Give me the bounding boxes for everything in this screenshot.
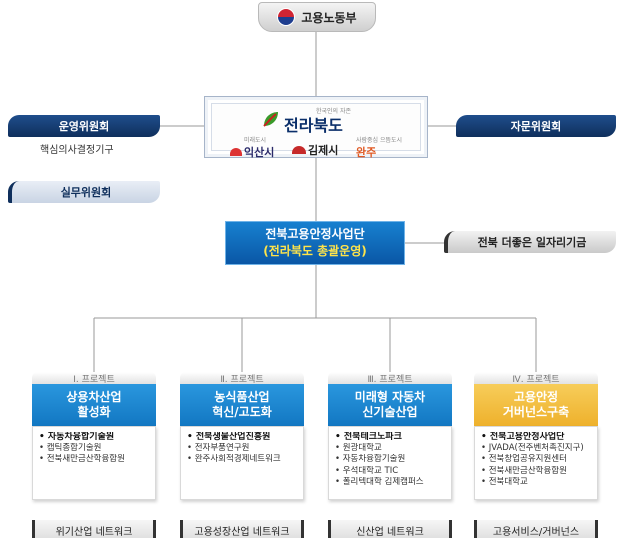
project-label: Ⅱ. 프로젝트 — [220, 374, 264, 385]
network-label: 신산업 네트워크 — [328, 520, 452, 538]
list-item: • 자동차융합기술원 — [335, 454, 406, 465]
network-label: 위기산업 네트워크 — [32, 520, 156, 538]
project-label: Ⅰ. 프로젝트 — [73, 374, 115, 385]
list-item: • 전북생물산업진흥원 — [187, 432, 271, 442]
project-card: 고용안정 거버넌스구축 — [474, 384, 598, 426]
project-label-bar: Ⅰ. 프로젝트 — [32, 372, 156, 385]
project-card: 미래형 자동차 신기술산업 — [328, 384, 452, 426]
iksan-logo-icon — [230, 148, 242, 156]
ministry-box: 고용노동부 — [258, 2, 376, 32]
project-card: 농식품산업 혁신/고도화 — [180, 384, 304, 426]
list-item: • 전북테크노파크 — [335, 432, 402, 442]
list-item: • 우석대학교 TIC — [335, 465, 399, 476]
working-committee-label: 실무위원회 — [60, 186, 112, 199]
province-title: 전라북도 — [284, 116, 343, 135]
job-fund-box: 전북 더좋은 일자리기금 — [444, 231, 616, 253]
project-partner-list: • 전북테크노파크 • 원광대학교 • 자동차융합기술원 • 우석대학교 TIC… — [328, 426, 452, 500]
list-item: • 원광대학교 — [335, 443, 382, 454]
project-title-line2: 혁신/고도화 — [212, 405, 272, 419]
operating-committee-label: 운영위원회 — [58, 120, 110, 133]
list-item: • 폴리텍대학 김제캠퍼스 — [335, 476, 424, 487]
working-committee: 실무위원회 — [8, 181, 160, 203]
project-label: Ⅲ. 프로젝트 — [367, 374, 413, 385]
advisory-committee-label: 자문위원회 — [510, 120, 562, 133]
list-item: • 완주사회적경제네트워크 — [187, 454, 281, 465]
project-card: 상용차산업 활성화 — [32, 384, 156, 426]
project-label-bar: Ⅱ. 프로젝트 — [180, 372, 304, 385]
list-item: • 자동차융합기술원 — [39, 432, 115, 442]
project-partner-list: • 자동차융합기술원 • 캡틱종합기술원 • 전북새만금산학융합원 — [32, 426, 156, 500]
gimje-logo-icon — [292, 146, 306, 154]
list-item: • 전북대학교 — [481, 476, 528, 487]
province-inner: 한국인의 자존 전라북도 미래도시 익산시 김제시 사람중심 으뜸도시 완주 — [211, 103, 421, 159]
project-title-line1: 미래형 자동차 — [354, 390, 426, 404]
list-item: • 전북새만금산학융합원 — [481, 465, 567, 476]
list-item: • 전북새만금산학융합원 — [39, 454, 125, 465]
advisory-committee: 자문위원회 — [456, 115, 616, 137]
city-gimje: 김제시 — [292, 142, 338, 158]
project-partner-list: • 전북생물산업진흥원 • 전자부품연구원 • 완주사회적경제네트워크 — [180, 426, 304, 500]
operating-committee: 운영위원회 — [8, 115, 160, 137]
list-item: • 전북창업공유지원센터 — [481, 454, 567, 465]
province-logo-icon — [263, 112, 278, 127]
project-label: Ⅳ. 프로젝트 — [512, 374, 560, 385]
city-iksan-name: 익산시 — [244, 146, 275, 159]
province-box: 한국인의 자존 전라북도 미래도시 익산시 김제시 사람중심 으뜸도시 완주 — [204, 96, 428, 159]
project-group-title: 전북고용안정사업단 — [265, 227, 365, 241]
project-column-2: Ⅱ. 프로젝트 농식품산업 혁신/고도화 • 전북생물산업진흥원 • 전자부품연… — [180, 372, 304, 538]
project-title-line2: 활성화 — [77, 405, 111, 419]
project-partner-list: • 전북고용안정사업단 • JVADA(전주벤처촉진지구) • 전북창업공유지원… — [474, 426, 598, 500]
city-wanju: 사람중심 으뜸도시 완주 — [356, 138, 402, 160]
project-title-line1: 고용안정 — [513, 390, 559, 404]
project-column-3: Ⅲ. 프로젝트 미래형 자동차 신기술산업 • 전북테크노파크 • 원광대학교 … — [328, 372, 452, 538]
city-wanju-small: 사람중심 으뜸도시 — [356, 137, 403, 144]
list-item: • 캡틱종합기술원 — [39, 443, 102, 454]
project-group-subtitle: (전라북도 총괄운영) — [263, 244, 367, 258]
project-title-line1: 농식품산업 — [214, 390, 270, 404]
city-wanju-name: 완주 — [356, 146, 377, 159]
city-iksan: 미래도시 익산시 — [230, 138, 274, 160]
list-item: • 전자부품연구원 — [187, 443, 250, 454]
list-item: • JVADA(전주벤처촉진지구) — [481, 443, 584, 454]
project-label-bar: Ⅲ. 프로젝트 — [328, 372, 452, 385]
city-iksan-small: 미래도시 — [244, 137, 267, 144]
province-subtitle: 한국인의 자존 — [316, 108, 352, 115]
committee-caption: 핵심의사결정기구 — [40, 145, 114, 156]
project-label-bar: Ⅳ. 프로젝트 — [474, 372, 598, 385]
project-column-1: Ⅰ. 프로젝트 상용차산업 활성화 • 자동차융합기술원 • 캡틱종합기술원 •… — [32, 372, 156, 538]
government-emblem-icon — [277, 8, 296, 26]
city-gimje-name: 김제시 — [308, 144, 339, 157]
project-title-line1: 상용차산업 — [66, 390, 122, 404]
project-group-box: 전북고용안정사업단 (전라북도 총괄운영) — [225, 221, 405, 265]
ministry-label: 고용노동부 — [301, 10, 357, 25]
project-column-4: Ⅳ. 프로젝트 고용안정 거버넌스구축 • 전북고용안정사업단 • JVADA(… — [474, 372, 598, 538]
project-title-line2: 신기술산업 — [362, 405, 418, 419]
network-label: 고용성장산업 네트워크 — [180, 520, 304, 538]
job-fund-label: 전북 더좋은 일자리기금 — [477, 236, 587, 249]
network-label: 고용서비스/거버넌스 — [474, 520, 598, 538]
project-title-line2: 거버넌스구축 — [502, 405, 570, 419]
list-item: • 전북고용안정사업단 — [481, 432, 565, 442]
